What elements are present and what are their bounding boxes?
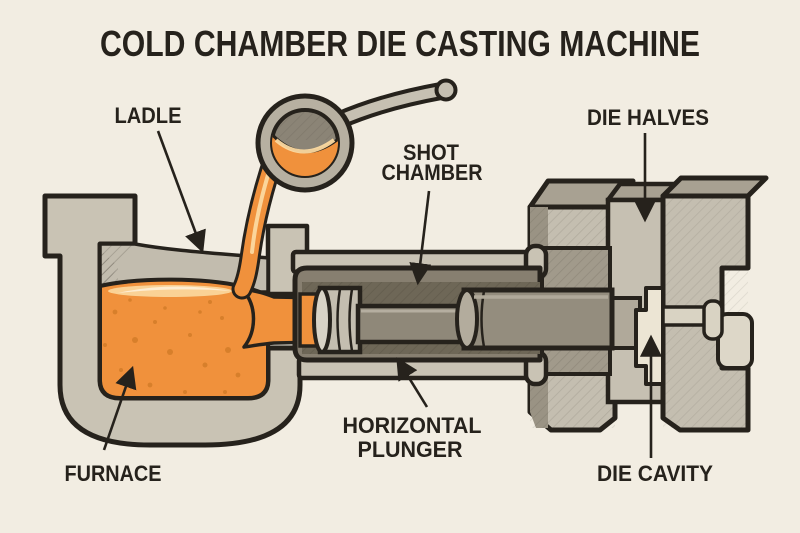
die-halves-label: DIE HALVES (587, 105, 709, 130)
ejector-tab (716, 312, 754, 370)
ladle-group (231, 78, 458, 300)
furnace-label: FURNACE (65, 461, 162, 486)
melt-highlight-crescent (118, 286, 232, 293)
shot-chamber-group (292, 265, 615, 363)
plunger-tip-ring1 (336, 288, 342, 352)
furnace-leader-line (102, 365, 137, 451)
runner-channel (661, 305, 710, 327)
ladle-leader-line (156, 130, 206, 254)
page-title: COLD CHAMBER DIE CASTING MACHINE (100, 23, 700, 64)
shot-chamber-label-line1: SHOT (403, 140, 460, 165)
horizontal-plunger-label-line1: HORIZONTAL (343, 413, 482, 438)
biscuit-end (702, 299, 724, 341)
ladle-handle-knob (434, 78, 458, 102)
annotations (102, 130, 663, 458)
ladle-molten-highlight (274, 138, 336, 154)
drive-cylinder-cap (455, 288, 479, 350)
die-cavity-label: DIE CAVITY (597, 461, 713, 486)
die-right-top-face (660, 175, 769, 199)
shot-chamber-label-line2: CHAMBER (382, 160, 483, 185)
ladle-label: LADLE (115, 103, 182, 128)
horizontal-plunger-label-line2: PLUNGER (358, 437, 463, 462)
label-texts: LADLE SHOT CHAMBER DIE HALVES FURNACE HO… (65, 103, 714, 486)
plunger-tip-cap (312, 286, 332, 354)
ladle-interior-hatch (276, 112, 334, 140)
plunger-tip-ring2 (348, 288, 354, 352)
shot-chamber-leader-line (409, 190, 432, 286)
ladle-handle (333, 86, 446, 126)
plunger-leader-line (396, 357, 429, 408)
